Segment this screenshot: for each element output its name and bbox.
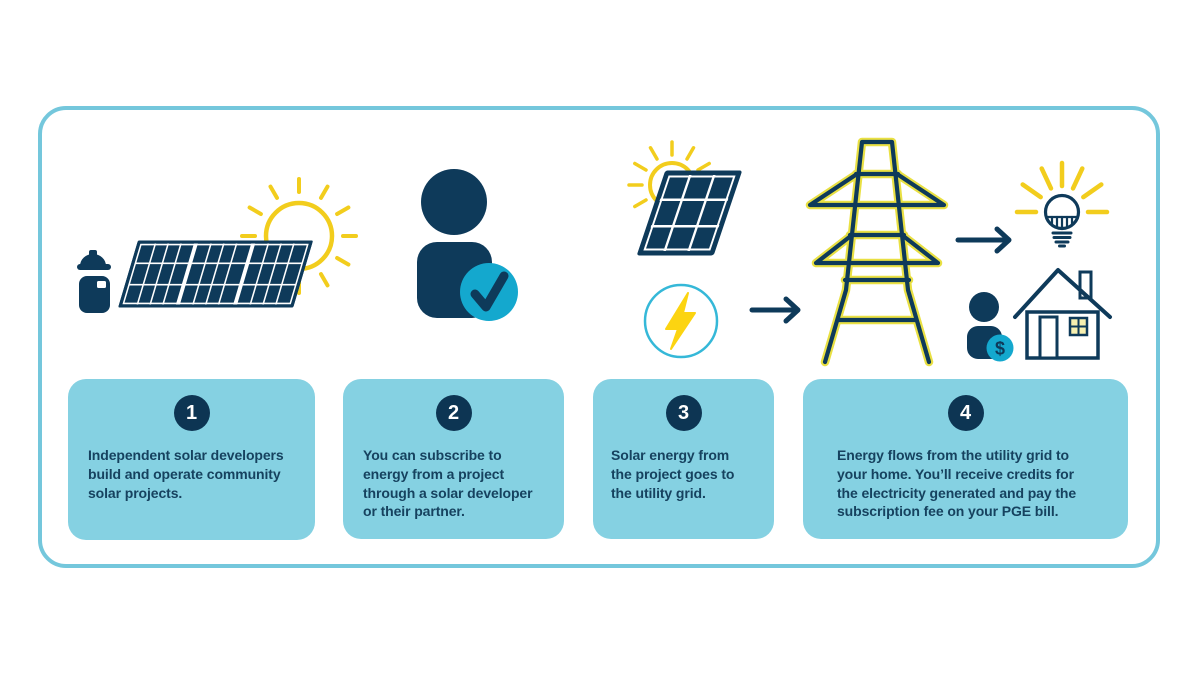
arrow-right-icon <box>749 296 801 324</box>
step-text: Energy flows from the utility grid to yo… <box>837 447 1077 520</box>
step-number-badge: 4 <box>947 395 984 431</box>
step-card-3: 3 Solar energy from the project goes to … <box>593 379 774 539</box>
step4-icon-group: $ <box>940 150 1140 375</box>
solar-array-icon <box>118 240 313 308</box>
lightbulb-icon <box>1014 160 1110 248</box>
step-text: Solar energy from the project goes to th… <box>611 447 735 501</box>
dollar-badge-icon: $ <box>986 334 1014 362</box>
step2-icon-group <box>400 160 535 330</box>
step-number-badge: 3 <box>665 395 702 431</box>
step-card-4: 4 Energy flows from the utility grid to … <box>803 379 1128 539</box>
lightning-bolt-badge-icon <box>643 283 719 359</box>
checkmark-badge-icon <box>460 263 518 321</box>
step-number-badge: 1 <box>173 395 210 431</box>
step-text: You can subscribe to energy from a proje… <box>363 447 533 520</box>
solar-panel-icon <box>637 170 742 256</box>
dollar-sign: $ <box>995 339 1005 359</box>
step1-icon-group <box>60 170 370 330</box>
step-number-badge: 2 <box>435 395 472 431</box>
house-icon <box>1013 268 1112 360</box>
step-card-1: 1 Independent solar developers build and… <box>68 379 315 540</box>
construction-worker-icon <box>77 250 111 313</box>
transmission-tower-icon <box>798 132 952 368</box>
step3-icon-group <box>600 130 830 370</box>
step-text: Independent solar developers build and o… <box>88 447 284 501</box>
step-card-2: 2 You can subscribe to energy from a pro… <box>343 379 564 539</box>
arrow-right-icon <box>955 226 1012 254</box>
